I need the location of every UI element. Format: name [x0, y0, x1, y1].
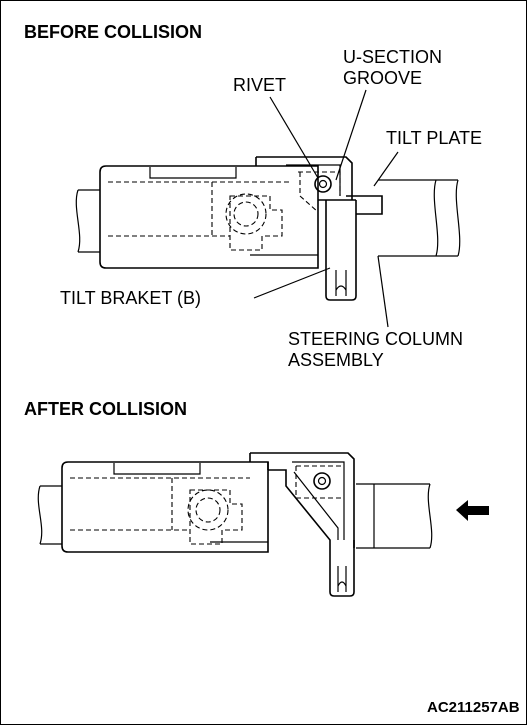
- tilt-bracket-after: [267, 462, 355, 597]
- tilt-bracket-before: [318, 199, 357, 301]
- label-rivet: RIVET: [233, 75, 286, 95]
- leader-rivet: [269, 96, 319, 179]
- leader-tilt-braket: [253, 267, 331, 299]
- after-collision-drawing: [37, 452, 489, 597]
- column-housing-before: [99, 165, 319, 269]
- arrow-left-icon: [456, 500, 489, 521]
- label-groove: GROOVE: [343, 68, 422, 88]
- tilt-plate-before: [255, 156, 383, 215]
- label-tilt-plate: TILT PLATE: [386, 128, 482, 148]
- label-assembly: ASSEMBLY: [288, 350, 384, 370]
- column-housing-after: [61, 461, 269, 553]
- label-steering-column: STEERING COLUMN: [288, 329, 463, 349]
- header-after-collision: AFTER COLLISION: [24, 399, 187, 419]
- label-tilt-braket: TILT BRAKET (B): [60, 288, 201, 308]
- figure-code: AC211257AB: [427, 699, 520, 716]
- header-before-collision: BEFORE COLLISION: [24, 22, 202, 42]
- label-u-section: U-SECTION: [343, 47, 442, 67]
- steering-shaft-after: [37, 483, 433, 549]
- before-collision-drawing: [75, 156, 461, 301]
- rivet-after: [313, 472, 331, 490]
- leader-u-section: [335, 89, 367, 181]
- tilt-plate-after: [249, 452, 355, 548]
- rivet-before: [314, 175, 332, 193]
- leader-steering-column: [377, 255, 389, 328]
- steering-shaft-before: [75, 179, 461, 257]
- leader-tilt-plate: [373, 151, 399, 187]
